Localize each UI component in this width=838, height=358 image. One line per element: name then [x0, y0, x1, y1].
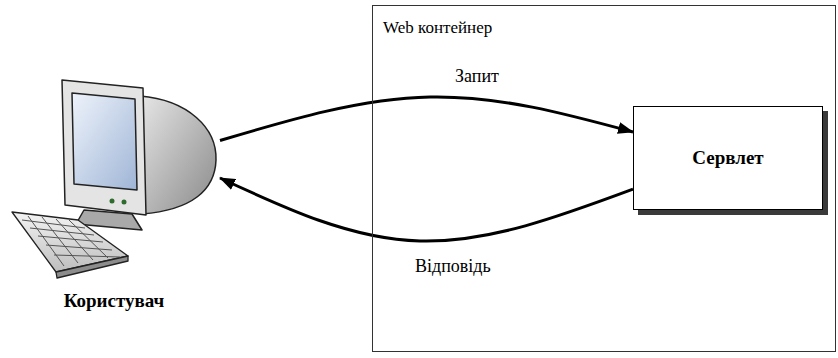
- servlet-box: Сервлет: [633, 106, 823, 210]
- user-node: Користувач: [8, 68, 220, 318]
- container-title: Web контейнер: [383, 18, 825, 38]
- servlet-label: Сервлет: [692, 147, 763, 169]
- keyboard: [12, 212, 128, 278]
- edge-label: Відповідь: [412, 256, 494, 277]
- connector-arrow: [220, 97, 633, 141]
- edge-label: Запит: [452, 66, 502, 87]
- user-label: Користувач: [64, 290, 165, 312]
- connector-arrow: [220, 178, 633, 241]
- computer-monitor: [62, 80, 216, 230]
- web-container: Web контейнерСервлет: [372, 5, 836, 352]
